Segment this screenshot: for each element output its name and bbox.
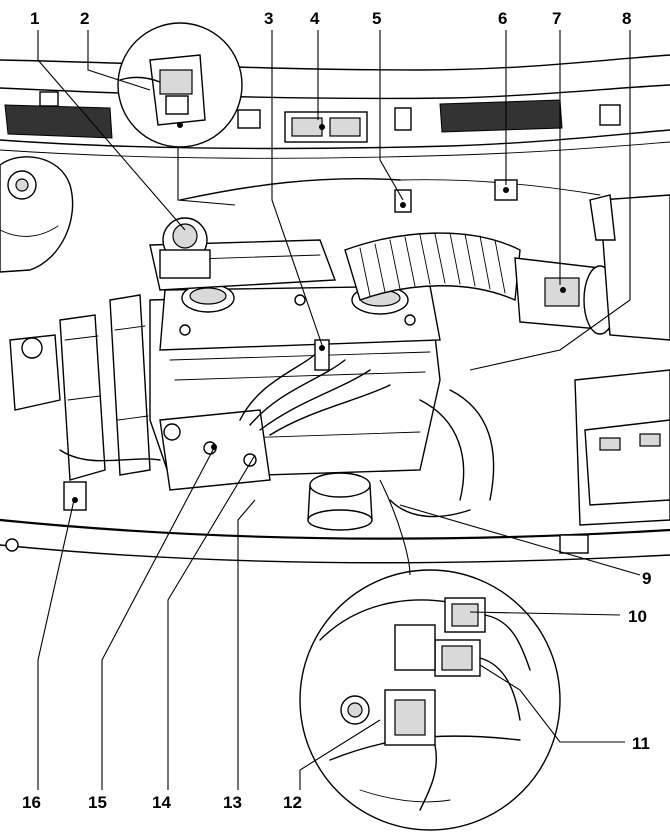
leader-lines [37, 30, 641, 790]
sensor-front-left [63, 481, 87, 511]
coolant-pipes [59, 294, 151, 481]
callout-9: 9 [642, 569, 651, 588]
air-mass-meter [514, 257, 617, 335]
cowl-grille [4, 99, 563, 139]
left-strut-tower [0, 156, 74, 273]
misc-hoses [59, 178, 601, 518]
callout-labels: 1 2 3 4 5 6 7 8 9 10 11 12 13 14 15 16 [22, 9, 651, 812]
callout-11: 11 [632, 734, 650, 753]
inset-top [117, 22, 243, 206]
engine-control-unit [284, 111, 368, 143]
callout-15: 15 [88, 793, 107, 812]
callout-10: 10 [628, 607, 647, 626]
fuel-filter [307, 472, 373, 531]
battery [574, 369, 670, 526]
callout-16: 16 [22, 793, 41, 812]
callout-13: 13 [223, 793, 242, 812]
callout-12: 12 [283, 793, 302, 812]
callout-2: 2 [80, 9, 89, 28]
reservoir [9, 334, 61, 411]
air-filter-housing [589, 194, 670, 341]
callout-8: 8 [622, 9, 631, 28]
callout-5: 5 [372, 9, 381, 28]
callout-1: 1 [30, 9, 39, 28]
injector [314, 339, 330, 371]
callout-4: 4 [310, 9, 320, 28]
inset-bottom-leader [379, 479, 411, 576]
callout-7: 7 [552, 9, 561, 28]
air-intake-hose [344, 232, 521, 302]
injector-lines [239, 349, 391, 436]
egr-valve [159, 217, 211, 279]
sensor-5 [394, 189, 412, 213]
front-crossmember [0, 518, 670, 564]
sensor-6 [494, 179, 518, 201]
callout-6: 6 [498, 9, 507, 28]
callout-14: 14 [152, 793, 171, 812]
callout-3: 3 [264, 9, 273, 28]
cowl-panel [0, 54, 670, 159]
inset-bottom [299, 569, 561, 831]
